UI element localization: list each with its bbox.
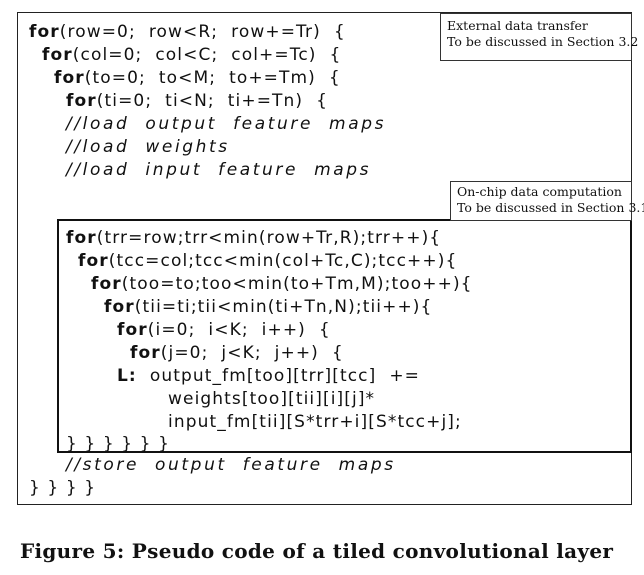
code-comment-load-weights: //load weights <box>66 137 230 157</box>
external-note-section: To be discussed in Section 3.2 <box>447 34 639 49</box>
onchip-note-title: On-chip data computation <box>457 184 622 199</box>
code-line-label-l: L: output_fm[too][trr][tcc] += <box>117 366 420 386</box>
code-text: (i=0; i<K; i++) { <box>147 320 331 340</box>
code-keyword: for <box>29 22 60 42</box>
code-line-4: for(ti=0; ti<N; ti+=Tn) { <box>66 91 328 111</box>
code-text: (col=0; col<C; col+=Tc) { <box>72 45 342 65</box>
code-line-j: for(j=0; j<K; j++) { <box>130 343 344 363</box>
code-comment-store-output: //store output feature maps <box>66 455 396 475</box>
code-text: (row=0; row<R; row+=Tr) { <box>59 22 346 42</box>
code-text: (j=0; j<K; j++) { <box>160 343 344 363</box>
code-text: //load input feature maps <box>66 160 372 180</box>
external-note-title: External data transfer <box>447 18 588 33</box>
figure-caption: Figure 5: Pseudo code of a tiled convolu… <box>20 539 614 563</box>
code-text: input_fm[tii][S*trr+i][S*tcc+j]; <box>168 412 462 432</box>
code-line-outer-close: } } } } <box>29 478 96 498</box>
onchip-computation-frame <box>57 219 632 453</box>
code-keyword: for <box>66 228 97 248</box>
code-line-tcc: for(tcc=col;tcc<min(col+Tc,C);tcc++){ <box>78 251 457 271</box>
code-text: (tcc=col;tcc<min(col+Tc,C);tcc++){ <box>108 251 458 271</box>
code-text: weights[too][tii][i][j]* <box>168 389 376 409</box>
code-keyword: for <box>42 45 73 65</box>
code-text: //load output feature maps <box>66 114 387 134</box>
code-line-weights: weights[too][tii][i][j]* <box>168 389 375 409</box>
onchip-computation-note: On-chip data computation To be discussed… <box>450 181 644 221</box>
code-line-i: for(i=0; i<K; i++) { <box>117 320 331 340</box>
external-data-transfer-note: External data transfer To be discussed i… <box>440 13 639 61</box>
code-text: (tii=ti;tii<min(ti+Tn,N);tii++){ <box>134 297 433 317</box>
code-text: //store output feature maps <box>66 455 396 475</box>
code-keyword: for <box>91 274 122 294</box>
code-keyword: for <box>78 251 109 271</box>
code-line-2: for(col=0; col<C; col+=Tc) { <box>42 45 341 65</box>
code-text: (too=to;too<min(to+Tm,M);too++){ <box>121 274 473 294</box>
code-line-tii: for(tii=ti;tii<min(ti+Tn,N);tii++){ <box>104 297 432 317</box>
code-line-1: for(row=0; row<R; row+=Tr) { <box>29 22 346 42</box>
code-text: output_fm[too][trr][tcc] += <box>136 366 421 386</box>
code-keyword: for <box>54 68 85 88</box>
code-line-input: input_fm[tii][S*trr+i][S*tcc+j]; <box>168 412 462 432</box>
code-text: (ti=0; ti<N; ti+=Tn) { <box>96 91 329 111</box>
code-line-trr: for(trr=row;trr<min(row+Tr,R);trr++){ <box>66 228 441 248</box>
code-keyword: for <box>66 91 97 111</box>
code-text: //load weights <box>66 137 230 157</box>
code-text: (trr=row;trr<min(row+Tr,R);trr++){ <box>96 228 442 248</box>
code-text: } } } } <box>29 478 97 498</box>
code-text: (to=0; to<M; to+=Tm) { <box>84 68 341 88</box>
code-line-too: for(too=to;too<min(to+Tm,M);too++){ <box>91 274 473 294</box>
code-keyword: for <box>117 320 148 340</box>
code-line-3: for(to=0; to<M; to+=Tm) { <box>54 68 341 88</box>
code-label: L: <box>117 366 137 386</box>
code-comment-load-input: //load input feature maps <box>66 160 371 180</box>
code-keyword: for <box>130 343 161 363</box>
code-comment-load-output: //load output feature maps <box>66 114 386 134</box>
code-keyword: for <box>104 297 135 317</box>
code-line-inner-close: } } } } } } <box>66 434 170 454</box>
code-text: } } } } } } <box>66 434 171 454</box>
onchip-note-section: To be discussed in Section 3.1 <box>457 200 644 215</box>
